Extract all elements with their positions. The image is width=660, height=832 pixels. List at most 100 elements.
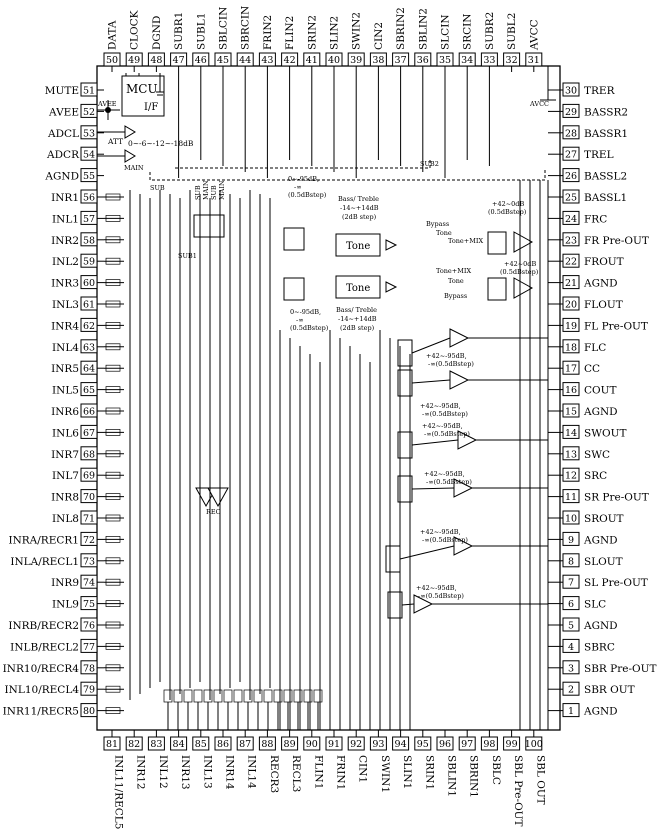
- pin-number: 93: [372, 739, 384, 750]
- pin-name: FRIN1: [335, 755, 347, 790]
- bottom-resistor: [213, 689, 223, 703]
- pin-name: INR11/RECR5: [3, 706, 79, 718]
- pin-number: 72: [83, 535, 95, 546]
- channel-block-2: +42~-95dB,-∞(0.5dBstep): [397, 369, 548, 418]
- pin-number: 6: [568, 599, 574, 610]
- pin-name: SLCIN: [440, 14, 452, 50]
- pin-number: 23: [565, 235, 577, 246]
- chip-outline: [96, 65, 561, 731]
- pin-name: INR6: [51, 406, 79, 418]
- channel-block-4: +42~-95dB,-∞(0.5dBstep): [397, 470, 548, 503]
- pin-name: INR5: [51, 363, 79, 375]
- pin-number: 48: [150, 55, 162, 66]
- pin-name: SWC: [584, 449, 610, 461]
- pin-number: 92: [350, 739, 362, 750]
- channel-wire: [411, 337, 451, 354]
- pin-name: FLOUT: [584, 299, 623, 311]
- pin-name: SR Pre-OUT: [584, 492, 649, 504]
- att-amp-l: [124, 125, 136, 139]
- front-input-switch-r: [283, 227, 305, 251]
- pin-name: AGND: [44, 171, 79, 183]
- tone-label-bot: Tone: [448, 277, 464, 285]
- pin-number: 65: [83, 385, 95, 396]
- gain-fr-label: +42~0dB (0.5dBstep): [488, 200, 527, 216]
- svg-text:(0.5dBstep): (0.5dBstep): [290, 324, 329, 332]
- pin-name: SBLIN2: [417, 8, 429, 50]
- fl-amp: [513, 277, 534, 299]
- front-volume-label-bot: 0~-95dB, -∞ (0.5dBstep): [290, 308, 329, 332]
- channel-gain-label-1: +42~-95dB,: [420, 528, 461, 536]
- pin-name: SLIN2: [329, 16, 341, 50]
- svg-text:(0.5dBstep): (0.5dBstep): [488, 208, 527, 216]
- pin-name: INL12: [157, 755, 169, 789]
- pin-number: 61: [83, 300, 95, 311]
- pin-number: 59: [83, 257, 95, 268]
- input-resistor-array: [105, 471, 121, 479]
- pin-name: SWIN1: [379, 755, 391, 793]
- pin-number: 12: [565, 471, 577, 482]
- pin-number: 9: [568, 535, 574, 546]
- pin-number: 22: [565, 257, 577, 268]
- bottom-resistor: [273, 689, 283, 703]
- pin-number: 28: [565, 128, 577, 139]
- pin-name: INL5: [52, 385, 79, 397]
- pin-name: SL Pre-OUT: [584, 577, 648, 589]
- pin-name: INL14: [246, 755, 258, 789]
- pin-name: INR12: [135, 755, 147, 790]
- output-channels: +42~-95dB,-∞(0.5dBstep) +42~-95dB,-∞(0.5d…: [385, 328, 548, 619]
- pin-name: AGND: [583, 620, 618, 632]
- channel-block-6: +42~-95dB,-∞(0.5dBstep): [387, 584, 548, 619]
- input-resistor-array: [105, 429, 121, 436]
- bottom-resistor: [243, 689, 253, 703]
- fr-amp: [513, 231, 534, 253]
- pin-name: AGND: [583, 406, 618, 418]
- tone-block-r: Tone: [335, 233, 381, 257]
- sub-sel-label: SUB: [150, 184, 165, 192]
- pin-name: INR4: [51, 320, 79, 332]
- input-resistor-array: [105, 407, 121, 415]
- input-resistor-array: [105, 215, 121, 222]
- pin-name: ADCR: [46, 149, 80, 161]
- pin-name: INLA/RECL1: [10, 556, 79, 568]
- pin-number: 7: [568, 578, 574, 589]
- pin-number: 50: [106, 55, 118, 66]
- pin-name: SBR OUT: [584, 684, 635, 696]
- input-resistor-array: [105, 664, 121, 672]
- tone-buffer-r: [385, 239, 398, 251]
- channel-gain-label-1: +42~-95dB,: [424, 470, 465, 478]
- pin-name: INR9: [51, 577, 79, 589]
- pin-name: FRC: [584, 213, 607, 225]
- pin-name: FLIN2: [284, 16, 296, 50]
- pin-name: CC: [584, 363, 600, 375]
- bottom-resistor: [313, 689, 323, 703]
- input-resistor-array: [105, 322, 121, 329]
